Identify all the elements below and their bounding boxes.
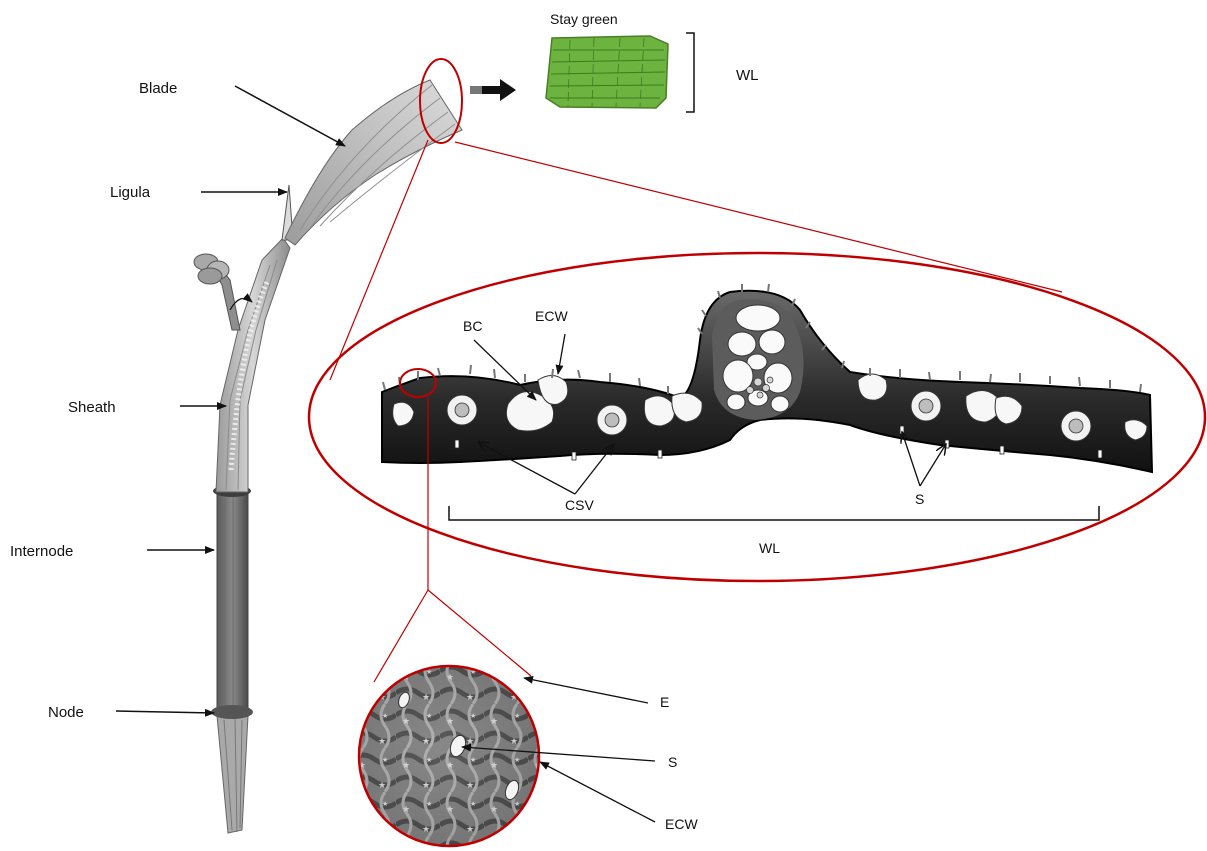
stem-labels: Blade Ligula Sheath Internode Node bbox=[10, 80, 345, 721]
zoom-line-top bbox=[455, 142, 1062, 292]
blade-arrow bbox=[235, 86, 345, 146]
blade-label: Blade bbox=[139, 80, 177, 97]
leaf-cross-section bbox=[382, 284, 1152, 472]
e-label: E bbox=[660, 694, 669, 710]
transition-arrow bbox=[470, 79, 516, 101]
ecw-top-label: ECW bbox=[535, 308, 568, 324]
wl-bracket bbox=[686, 33, 694, 112]
sheath-label: Sheath bbox=[68, 399, 116, 416]
ecw-bottom-arrow bbox=[540, 762, 655, 822]
wl-cross-bracket bbox=[449, 506, 1099, 520]
stay-green-leaf bbox=[546, 36, 668, 108]
ligula-label: Ligula bbox=[110, 184, 151, 201]
s-arrow-right bbox=[920, 444, 946, 486]
surface-detail bbox=[355, 662, 550, 851]
zoom-line-surface-2 bbox=[374, 590, 428, 682]
stay-green-title: Stay green bbox=[550, 11, 618, 27]
ecw-bottom-label: ECW bbox=[665, 816, 698, 832]
internode-label: Internode bbox=[10, 543, 73, 560]
node-band bbox=[211, 705, 253, 719]
e-arrow bbox=[524, 678, 648, 703]
bc-label: BC bbox=[463, 318, 482, 334]
leaf-blade bbox=[285, 80, 462, 245]
wl-cross-label: WL bbox=[759, 540, 780, 556]
s-cross-label: S bbox=[915, 491, 924, 507]
zoom-line-surface-3 bbox=[428, 590, 531, 676]
node-label: Node bbox=[48, 704, 84, 721]
s-surface-label: S bbox=[668, 754, 677, 770]
ecw-top-arrow bbox=[558, 334, 565, 374]
csv-label: CSV bbox=[565, 497, 594, 513]
node-arrow bbox=[116, 711, 214, 713]
wl-inset-label: WL bbox=[736, 67, 759, 84]
